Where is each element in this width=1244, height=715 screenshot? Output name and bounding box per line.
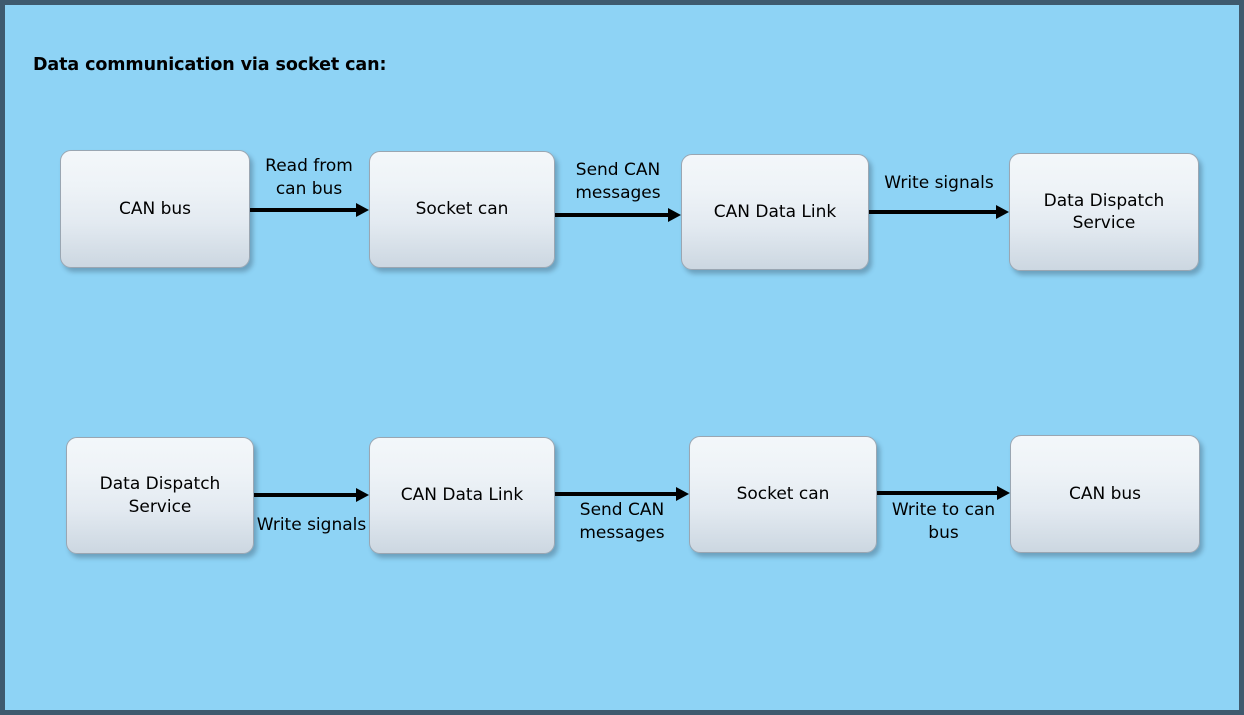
node-can-bus-in[interactable]: CAN bus [60, 150, 250, 268]
arrow-write-to-can-bus [877, 486, 1010, 500]
arrow-shaft [254, 493, 357, 497]
edge-label-write-signals-2: Write signals [256, 515, 367, 535]
edge-label-send-can-messages-2: Send CAN messages [579, 500, 665, 543]
arrow-shaft [555, 492, 677, 496]
node-label: CAN bus [1068, 483, 1142, 504]
node-data-dispatch-service-out[interactable]: Data Dispatch Service [66, 437, 254, 554]
arrow-send-can-messages [555, 208, 681, 222]
node-label: Data Dispatch Service [99, 474, 221, 517]
arrow-shaft [555, 213, 669, 217]
edge-label-write-signals: Write signals [884, 173, 994, 193]
arrow-head-icon [356, 203, 369, 217]
node-label: Data Dispatch Service [1043, 190, 1165, 233]
node-label: Socket can [415, 199, 509, 220]
edge-label-send-can-messages: Send CAN messages [575, 160, 661, 203]
arrow-shaft [869, 210, 997, 214]
arrow-shaft [250, 208, 357, 212]
page-title: Data communication via socket can: [33, 55, 387, 75]
arrow-head-icon [997, 486, 1010, 500]
node-socket-can-in[interactable]: Socket can [369, 151, 555, 268]
node-can-data-link-out[interactable]: CAN Data Link [369, 437, 555, 554]
arrow-write-signals-2 [254, 488, 369, 502]
arrow-head-icon [668, 208, 681, 222]
arrow-write-signals [869, 205, 1009, 219]
node-label: CAN bus [118, 198, 192, 219]
node-can-bus-out[interactable]: CAN bus [1010, 435, 1200, 553]
node-label: Socket can [736, 484, 830, 505]
arrow-read-from-can-bus [250, 203, 369, 217]
edge-label-read-from-can-bus: Read from can bus [265, 156, 353, 199]
node-label: CAN Data Link [713, 201, 837, 222]
node-can-data-link-in[interactable]: CAN Data Link [681, 154, 869, 270]
node-label: CAN Data Link [400, 485, 524, 506]
arrow-head-icon [356, 488, 369, 502]
arrow-shaft [877, 491, 998, 495]
node-socket-can-out[interactable]: Socket can [689, 436, 877, 553]
node-data-dispatch-service-in[interactable]: Data Dispatch Service [1009, 153, 1199, 271]
arrow-head-icon [996, 205, 1009, 219]
edge-label-write-to-can-bus: Write to can bus [891, 500, 996, 543]
